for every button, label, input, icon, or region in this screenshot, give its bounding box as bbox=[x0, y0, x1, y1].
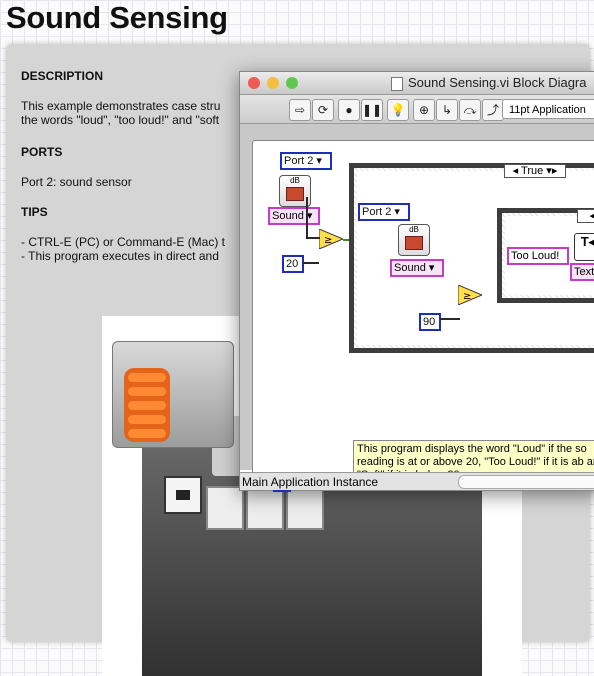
sound-sensor-vi-icon-inner[interactable]: dB bbox=[398, 224, 430, 256]
vi-label: dB bbox=[290, 176, 300, 185]
abort-icon[interactable]: ● bbox=[338, 99, 360, 121]
text-display-icon[interactable]: T◂ bbox=[574, 233, 594, 261]
wire bbox=[306, 237, 320, 239]
block-diagram[interactable]: Port 2 ▾ dB Sound ▾ 20 ≥ ◂ True ▾▸ Port … bbox=[252, 140, 594, 492]
svg-text:≥: ≥ bbox=[324, 235, 332, 246]
string-constant[interactable]: Too Loud! bbox=[507, 247, 569, 265]
wire bbox=[343, 239, 349, 241]
case-structure-outer[interactable]: ◂ True ▾▸ Port 2 ▾ dB Sound ▾ 90 ≥ ◂ T T… bbox=[349, 163, 594, 353]
run-icon[interactable]: ⇨ bbox=[289, 99, 311, 121]
step-over-icon[interactable]: ⤼ bbox=[459, 99, 481, 121]
svg-text:≥: ≥ bbox=[463, 291, 471, 302]
minimize-button[interactable] bbox=[267, 77, 279, 89]
pause-icon[interactable]: ❚❚ bbox=[361, 99, 383, 121]
highlight-execution-icon[interactable]: 💡 bbox=[387, 99, 409, 121]
sensor-port-image bbox=[206, 486, 244, 530]
retain-wire-values-icon[interactable]: ⊕ bbox=[413, 99, 435, 121]
sensor-select-inner-label: Sound bbox=[394, 262, 426, 274]
page-title: Sound Sensing bbox=[6, 0, 228, 35]
status-bar: Main Application Instance bbox=[240, 472, 594, 490]
sound-sensor-vi-icon[interactable]: dB bbox=[279, 175, 311, 207]
close-button[interactable] bbox=[248, 77, 260, 89]
threshold-constant-outer[interactable]: 20 bbox=[282, 255, 304, 273]
tip-1: - CTRL-E (PC) or Command-E (Mac) t bbox=[21, 235, 226, 249]
wire bbox=[306, 197, 308, 237]
text-indicator[interactable]: Text bbox=[570, 263, 594, 281]
wire bbox=[440, 318, 460, 320]
wire bbox=[303, 262, 319, 264]
sensor-port-image bbox=[286, 486, 324, 530]
vi-label-inner: dB bbox=[409, 225, 419, 234]
port-constant-outer[interactable]: Port 2 ▾ bbox=[280, 152, 332, 170]
case-structure-inner[interactable]: ◂ T Too Loud! T◂ Text bbox=[497, 208, 594, 303]
sensor-port-image bbox=[246, 486, 284, 530]
threshold-constant-inner[interactable]: 90 bbox=[419, 313, 441, 331]
sensor-select-outer[interactable]: Sound ▾ bbox=[268, 207, 320, 225]
step-out-icon[interactable]: ⤴ bbox=[482, 99, 504, 121]
status-text: Main Application Instance bbox=[242, 475, 379, 489]
description-line-1: This example demonstrates case stru bbox=[21, 99, 221, 113]
usb-port-image bbox=[164, 476, 202, 514]
document-icon bbox=[391, 77, 403, 91]
run-continuously-icon[interactable]: ⟳ bbox=[312, 99, 334, 121]
greater-or-equal-icon-inner[interactable]: ≥ bbox=[458, 285, 482, 305]
zoom-button[interactable] bbox=[286, 77, 298, 89]
greater-or-equal-icon[interactable]: ≥ bbox=[319, 229, 343, 249]
case-selector-outer[interactable]: ◂ True ▾▸ bbox=[504, 164, 566, 178]
ports-heading: PORTS bbox=[21, 145, 63, 159]
diagram-canvas[interactable]: Port 2 ▾ dB Sound ▾ 20 ≥ ◂ True ▾▸ Port … bbox=[240, 124, 594, 492]
sound-sensor-grille-image bbox=[124, 368, 170, 442]
description-line-2: the words "loud", "too loud!" and "soft bbox=[21, 113, 220, 127]
description-heading: DESCRIPTION bbox=[21, 69, 104, 83]
port-2-text: Port 2: sound sensor bbox=[21, 175, 132, 189]
port-constant-inner[interactable]: Port 2 ▾ bbox=[358, 203, 410, 221]
step-into-icon[interactable]: ↳ bbox=[436, 99, 458, 121]
sensor-select-inner[interactable]: Sound ▾ bbox=[390, 259, 444, 277]
port-constant-inner-label: Port 2 bbox=[362, 206, 392, 218]
sensor-select-outer-label: Sound bbox=[272, 210, 304, 222]
tip-2: - This program executes in direct and bbox=[21, 249, 219, 263]
case-selector-label: True bbox=[521, 165, 544, 177]
tips-heading: TIPS bbox=[21, 205, 48, 219]
window-title: Sound Sensing.vi Block Diagra bbox=[408, 75, 587, 90]
window-title-bar[interactable]: Sound Sensing.vi Block Diagra bbox=[240, 72, 594, 95]
font-select[interactable]: 11pt Application bbox=[502, 99, 594, 119]
port-constant-outer-label: Port 2 bbox=[284, 155, 314, 167]
block-diagram-window[interactable]: Sound Sensing.vi Block Diagra ⇨ ⟳ ● ❚❚ 💡… bbox=[239, 71, 594, 492]
toolbar: ⇨ ⟳ ● ❚❚ 💡 ⊕ ↳ ⤼ ⤴ 11pt Application bbox=[240, 95, 594, 124]
case-selector-inner[interactable]: ◂ T bbox=[577, 209, 594, 223]
horizontal-scrollbar[interactable] bbox=[458, 475, 594, 489]
